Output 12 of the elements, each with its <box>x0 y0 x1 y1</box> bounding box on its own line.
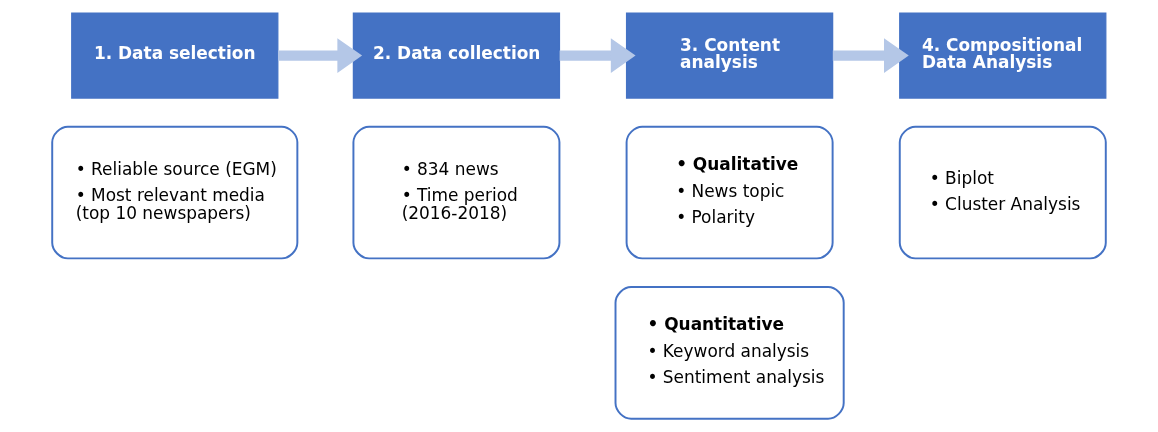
arrow <box>832 38 909 73</box>
node-box: 1. Data selection <box>71 12 279 99</box>
node-box: • Quantitative • Keyword analysis • Sentiment analysis <box>614 286 845 420</box>
node-box: • Qualitative • News topic • Polarity <box>625 125 834 260</box>
node-box: • Reliable source (EGM) • Most relevant media (top 10 newspapers) <box>51 125 299 260</box>
node-box: • 834 news • Time period (2016-2018) <box>352 125 561 260</box>
arrow <box>278 38 363 73</box>
node-box: 4. Compositional Data Analysis <box>899 12 1107 99</box>
node-box: 3. Content analysis <box>625 12 834 99</box>
node-box: 2. Data collection <box>352 12 561 99</box>
arrow <box>559 38 636 73</box>
node-box: • Biplot • Cluster Analysis <box>898 125 1107 260</box>
